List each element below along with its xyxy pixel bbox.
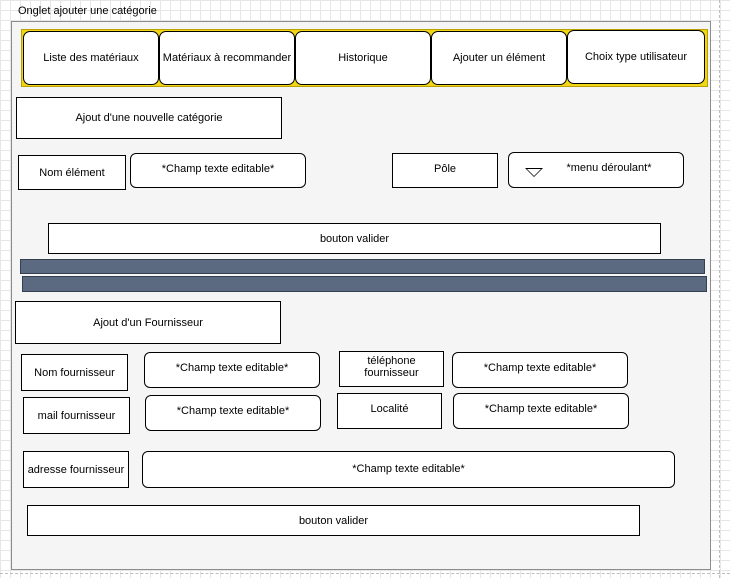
- supplier-phone-input[interactable]: *Champ texte editable*: [452, 352, 628, 388]
- supplier-name-label: Nom fournisseur: [21, 354, 128, 391]
- pole-label: Pôle: [392, 153, 498, 188]
- tab-user-type[interactable]: Choix type utilisateur: [567, 30, 705, 84]
- page-guide-right: [719, 0, 720, 578]
- pole-dropdown-value: *menu déroulant*: [566, 162, 652, 174]
- category-submit-button[interactable]: bouton valider: [48, 223, 661, 254]
- page-guide-bottom: [0, 573, 730, 574]
- supplier-city-label: Localité: [337, 393, 442, 429]
- supplier-mail-label: mail fournisseur: [23, 397, 130, 434]
- diagram-caption: Onglet ajouter une catégorie: [18, 5, 157, 17]
- supplier-address-label: adresse fournisseur: [23, 451, 129, 488]
- pole-dropdown[interactable]: *menu déroulant*: [508, 152, 684, 188]
- tab-add-element[interactable]: Ajouter un élément: [431, 31, 567, 85]
- element-name-input[interactable]: *Champ texte editable*: [130, 153, 306, 188]
- supplier-submit-button[interactable]: bouton valider: [27, 505, 640, 536]
- tab-history[interactable]: Historique: [295, 31, 431, 85]
- tab-material-list[interactable]: Liste des matériaux: [23, 31, 159, 85]
- tab-materials-to-reorder[interactable]: Matériaux à recommander: [159, 31, 295, 85]
- supplier-mail-input[interactable]: *Champ texte editable*: [145, 395, 321, 431]
- section-divider-top: [20, 259, 705, 274]
- chevron-down-icon: [525, 168, 543, 177]
- element-name-label: Nom élément: [18, 155, 126, 190]
- supplier-address-input[interactable]: *Champ texte editable*: [142, 451, 675, 488]
- supplier-city-input[interactable]: *Champ texte editable*: [453, 393, 629, 429]
- category-section-title: Ajout d'une nouvelle catégorie: [16, 97, 282, 139]
- supplier-phone-label: téléphone fournisseur: [339, 351, 444, 387]
- supplier-section-title: Ajout d'un Fournisseur: [15, 301, 281, 344]
- section-divider-bottom: [22, 276, 707, 292]
- supplier-name-input[interactable]: *Champ texte editable*: [144, 352, 320, 388]
